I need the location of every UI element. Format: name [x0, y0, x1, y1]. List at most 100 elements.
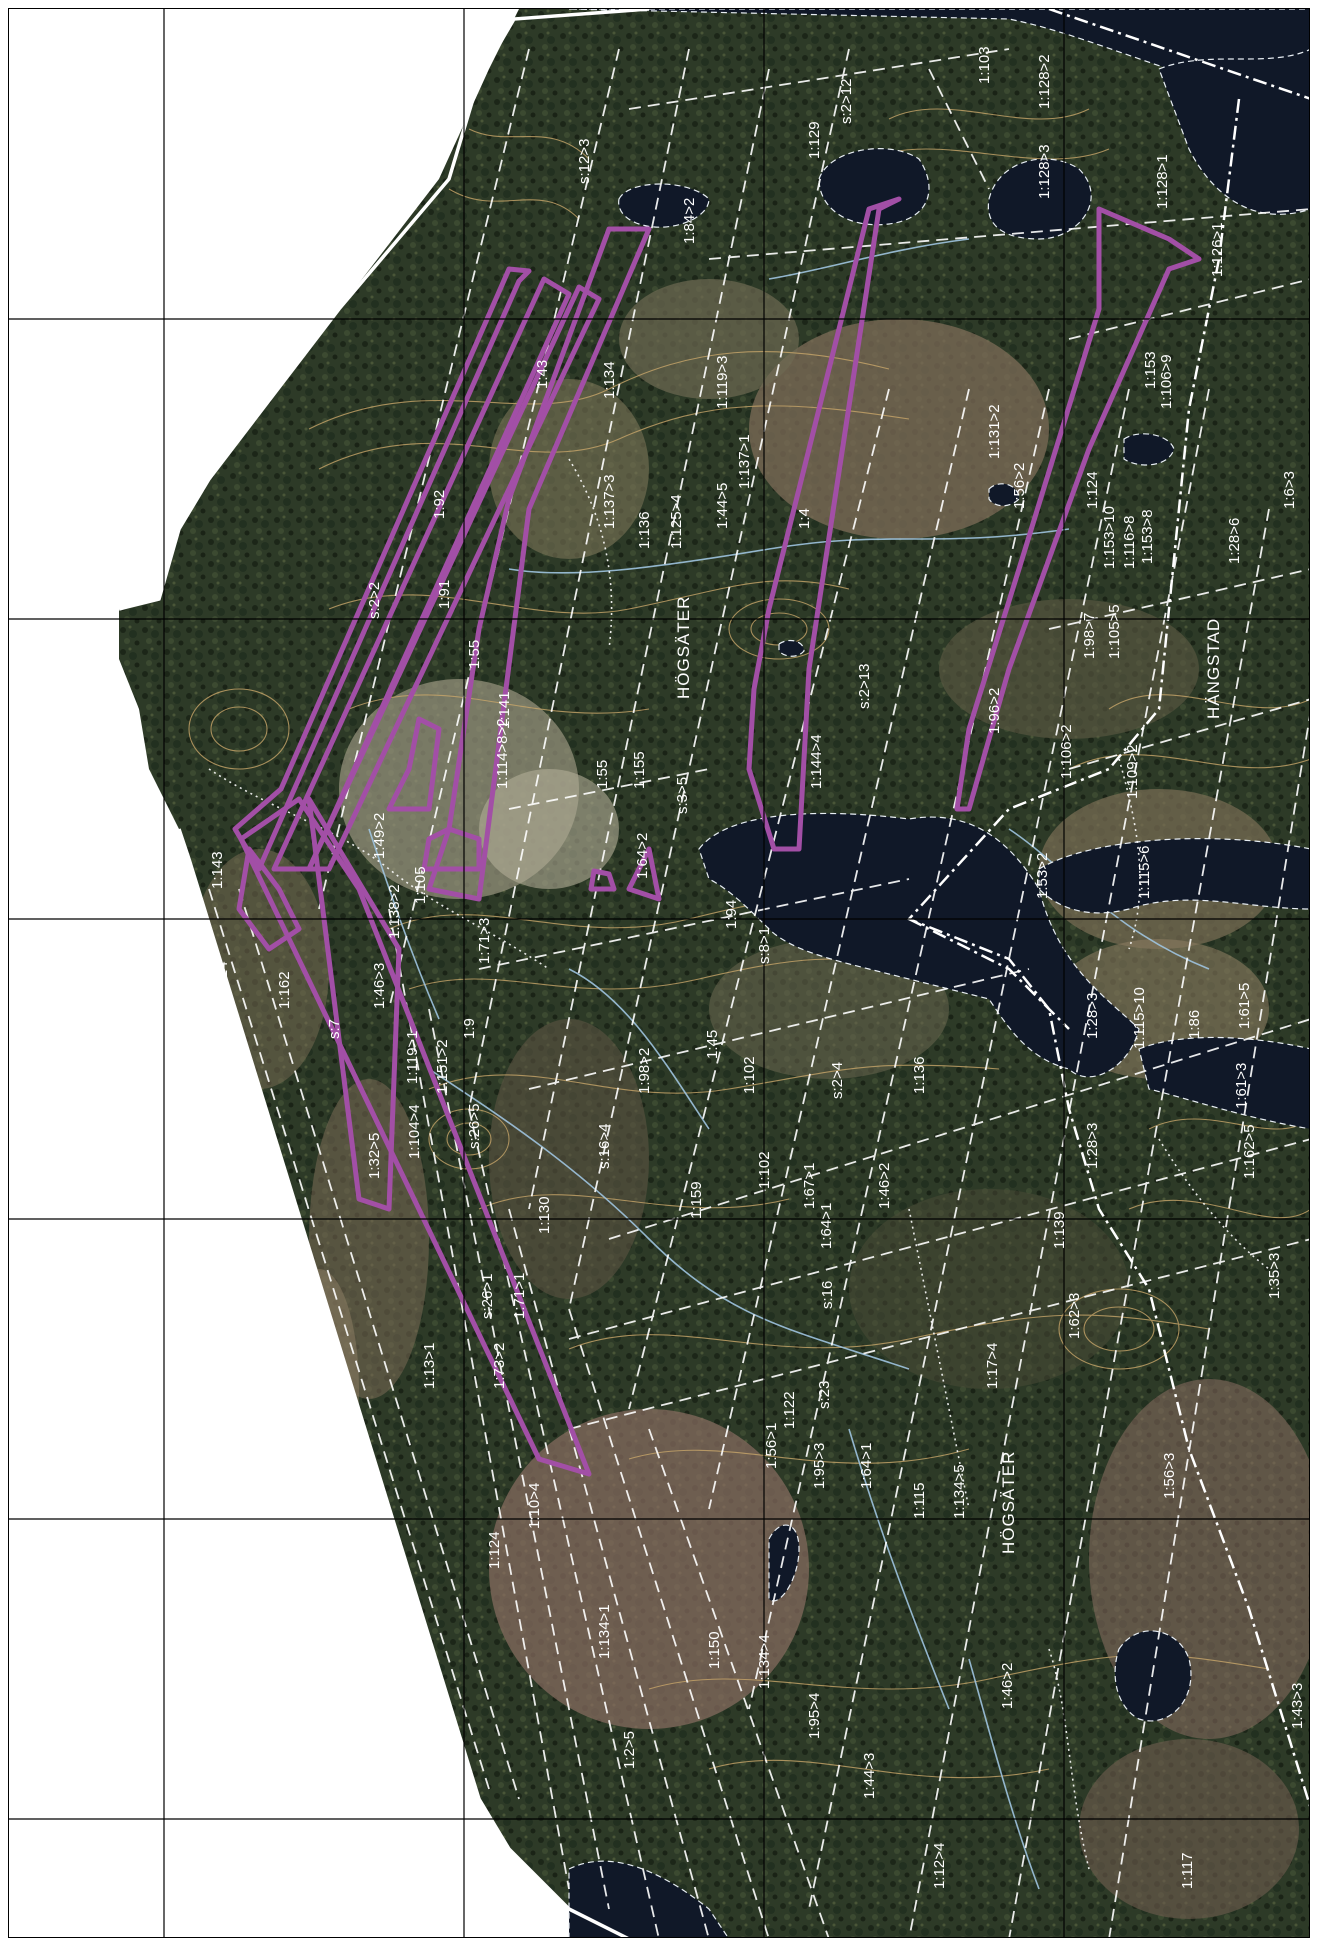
parcel-label: 1:126>1 [1209, 222, 1226, 277]
parcel-label: 1:61>3 [1233, 1063, 1250, 1109]
municipal-boundary [906, 9, 1309, 1807]
parcel-label: 1:102 [741, 1056, 758, 1094]
parcel-label: 1:71>3 [476, 918, 493, 964]
parcel-label: s:16 [819, 1281, 836, 1309]
parcel-label: 1:6>3 [1281, 471, 1298, 509]
parcel-label: 1:102 [756, 1151, 773, 1189]
parcel-label: 1:128>2 [1036, 54, 1053, 109]
parcel-label: 1:138>2 [386, 884, 403, 939]
parcel-label: 1:109>2 [1124, 744, 1141, 799]
parcel-label: s:26>1 [479, 1274, 496, 1319]
parcel-small-c[interactable] [626, 846, 662, 902]
water-bodies [568, 9, 1309, 1937]
parcel-label: 1:13>1 [421, 1343, 438, 1389]
map-grid [9, 9, 1309, 1937]
parcel-strip-7[interactable] [746, 196, 902, 852]
map-frame: HÖGSÄTER HÖGSÄTER HÄNGSTAD 1:103 1:128>2… [8, 8, 1310, 1938]
parcel-label: 1:86 [1186, 1010, 1203, 1039]
parcel-label: 1:95>4 [806, 1693, 823, 1739]
parcel-label: 1:119>1 [404, 1030, 421, 1084]
parcel-label: 1:92 [431, 490, 448, 519]
parcel-label: 1:137>3 [601, 474, 618, 529]
parcel-label: 1:128>1 [1154, 154, 1171, 209]
parcel-label: s:2>12 [838, 79, 855, 124]
parcel-label: 1:32>5 [366, 1133, 383, 1179]
parcel-label: 1:150 [706, 1631, 723, 1669]
parcel-label: 1:162 [276, 971, 293, 1009]
parcel-label: 1:56>3 [1161, 1453, 1178, 1499]
parcel-label: 1:134>5 [951, 1464, 968, 1519]
parcel-label: s:2>13 [856, 664, 873, 709]
parcel-label: 1:134 [601, 361, 618, 399]
parcel-label: s:2>4 [829, 1062, 846, 1099]
parcel-label: s:7 [326, 1019, 343, 1039]
parcel-label: 1:9 [461, 1018, 478, 1039]
parcel-label: s:12>3 [576, 139, 593, 184]
parcel-label: 1:105 [412, 866, 429, 904]
parcel-label: 1:139 [1051, 1211, 1068, 1249]
parcel-label: 1:153 [1142, 351, 1159, 389]
parcel-label: 1:53>2 [1034, 853, 1051, 899]
parcel-label: 1:35>3 [1266, 1253, 1283, 1299]
parcel-label: 1:45 [704, 1030, 721, 1059]
parcel-label: 1:91 [436, 580, 453, 609]
parcel-label: 1:153>10 [1101, 506, 1118, 569]
parcel-label: 1:67>1 [801, 1163, 818, 1209]
property-boundary [118, 9, 650, 1937]
parcel-label: 1:124 [1084, 471, 1101, 509]
parcel-label: 1:64>1 [818, 1203, 835, 1249]
parcel-label: 1:119>3 [714, 355, 731, 409]
parcel-label: 1:143 [209, 851, 226, 889]
parcel-lines [208, 48, 1309, 1937]
parcel-strip-3[interactable] [232, 266, 532, 872]
parcel-strip-8[interactable] [954, 206, 1202, 812]
map-canvas[interactable]: HÖGSÄTER HÖGSÄTER HÄNGSTAD 1:103 1:128>2… [9, 9, 1310, 1938]
parcel-label: 1:71>1 [511, 1273, 528, 1319]
parcel-label: 1:55 [594, 760, 611, 789]
dotted-paths [208, 458, 1270, 1870]
parcel-label: 1:115>10 [1131, 987, 1148, 1049]
parcel-label: 1:4 [796, 508, 813, 529]
place-name-3: HÄNGSTAD [1204, 618, 1223, 719]
parcel-label: 1:64>2 [634, 833, 651, 879]
parcel-label: 1:28>3 [1084, 993, 1101, 1039]
parcel-label: s:16>4 [596, 1124, 613, 1169]
parcel-label: s:23 [816, 1381, 833, 1409]
place-name-1: HÖGSÄTER [674, 596, 693, 699]
parcel-label: 1:98>7 [1081, 613, 1098, 659]
parcel-label: 1:115 [911, 1483, 928, 1519]
parcel-label: 1:12>4 [931, 1843, 948, 1889]
parcel-label: 1:46>3 [371, 963, 388, 1009]
parcel-label: 1:44>3 [861, 1753, 878, 1799]
parcel-label: 1:131>2 [986, 404, 1003, 459]
parcel-labels: 1:103 1:128>2 s:2>12 1:129 1:128>3 1:128… [209, 46, 1306, 1889]
parcel-label: 1:130 [536, 1196, 553, 1234]
parcel-label: 1:55 [466, 640, 483, 669]
parcel-label: 1:73>2 [491, 1343, 508, 1389]
parcel-strip-6[interactable] [426, 226, 652, 902]
highlighted-parcels[interactable] [232, 196, 1202, 1477]
parcel-label: 1:162>5 [1241, 1124, 1258, 1179]
parcel-label: 1:56>2 [1011, 463, 1028, 509]
parcel-label: 1:136 [911, 1056, 928, 1094]
parcel-label: s:26>5 [466, 1104, 483, 1149]
parcel-label: 1:116>8 [1121, 515, 1138, 569]
parcel-label: 1:104>4 [406, 1104, 423, 1159]
parcel-label: 1:159 [688, 1181, 705, 1219]
parcel-label: 1:96>2 [986, 688, 1003, 734]
parcel-label: 1:62>3 [1066, 1293, 1083, 1339]
parcel-label: 1:155 [631, 751, 648, 789]
parcel-small-d[interactable] [588, 868, 617, 892]
parcel-small-a[interactable] [386, 716, 442, 812]
parcel-label: 1:124 [486, 1531, 503, 1569]
parcel-strip-1[interactable] [238, 796, 592, 1477]
parcel-strip-2[interactable] [306, 796, 402, 1212]
parcel-label: 1:64>1 [858, 1443, 875, 1489]
parcel-label: 1:117 [1179, 1853, 1196, 1889]
parcel-small-e[interactable] [236, 846, 302, 952]
parcel-label: 1:115>6 [1136, 845, 1153, 899]
parcel-label: 1:46>2 [999, 1663, 1016, 1709]
parcel-label: 1:128>3 [1036, 144, 1053, 199]
parcel-strip-4[interactable] [271, 276, 572, 872]
parcel-strip-5[interactable] [306, 284, 602, 872]
